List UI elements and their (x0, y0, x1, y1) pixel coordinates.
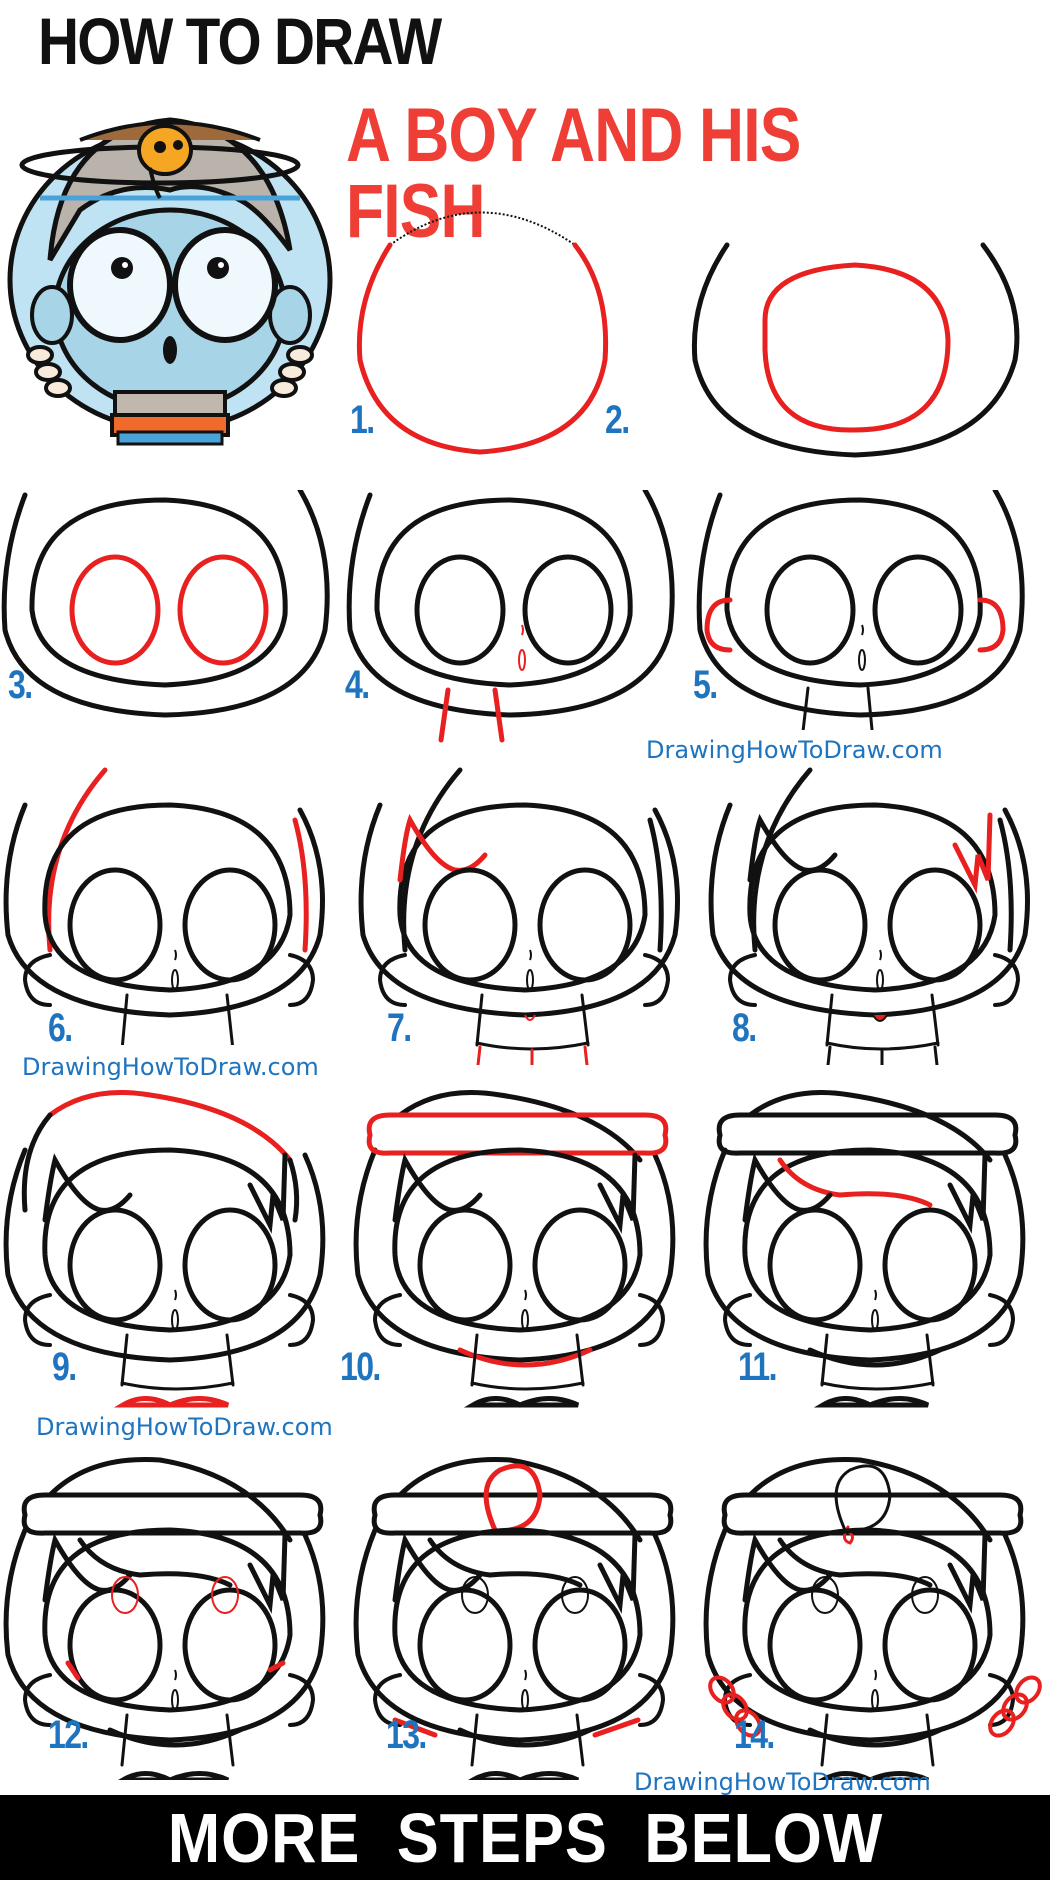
step-label: 2. (605, 398, 630, 442)
step-5-drawing (696, 490, 1025, 730)
step-8-panel: 8. (705, 765, 1050, 1065)
step-10-drawing (353, 1090, 676, 1408)
step-9-drawing (3, 1090, 326, 1408)
step-1-drawing (356, 211, 609, 455)
step-3-drawing (1, 490, 330, 718)
step-11-drawing (703, 1090, 1026, 1408)
step-label: 10. (340, 1345, 381, 1389)
watermark: DrawingHowToDraw.com (36, 1413, 333, 1441)
step-7-drawing (358, 767, 680, 1065)
step-label: 6. (48, 1006, 73, 1050)
step-12-panel: 12. (0, 1445, 345, 1780)
step-10-panel: 10. (340, 1090, 695, 1420)
step-label: 14. (734, 1713, 775, 1757)
step-6-drawing (3, 767, 325, 1045)
step-1-panel: 1. (350, 190, 700, 460)
step-5-panel: 5. (693, 490, 1050, 730)
step-label: 11. (738, 1345, 778, 1389)
more-steps-banner: MORE STEPS BELOW (0, 1795, 1050, 1880)
step-8-drawing (708, 767, 1030, 1065)
step-3-panel: 3. (0, 490, 345, 730)
step-label: 13. (386, 1713, 427, 1757)
step-2-panel: 2. (605, 190, 1050, 460)
step-9-panel: 9. (0, 1090, 345, 1410)
step-13-drawing (353, 1456, 676, 1780)
title-subject: A BOY AND HIS FISH (346, 93, 801, 254)
step-6-panel: 6. (0, 765, 345, 1050)
step-4-drawing (346, 490, 675, 743)
step-11-panel: 11. (700, 1090, 1050, 1420)
step-label: 12. (48, 1713, 89, 1757)
step-7-panel: 7. (355, 765, 700, 1065)
boy-fishbowl-illustration (7, 117, 333, 446)
watermark: DrawingHowToDraw.com (22, 1053, 319, 1081)
step-label: 1. (350, 398, 375, 442)
title-how-to-draw: HOW TO DRAW (38, 4, 442, 78)
step-2-drawing (691, 242, 1020, 458)
step-label: 8. (732, 1006, 757, 1050)
step-label: 9. (52, 1345, 77, 1389)
step-label: 5. (693, 663, 718, 707)
step-12-drawing (3, 1456, 326, 1780)
step-14-panel: 14. (700, 1445, 1050, 1780)
step-13-panel: 13. (350, 1445, 695, 1780)
step-4-panel: 4. (345, 490, 690, 745)
finished-illustration (0, 110, 345, 450)
step-label: 3. (8, 663, 33, 707)
watermark: DrawingHowToDraw.com (646, 736, 943, 764)
step-label: 7. (387, 1006, 412, 1050)
watermark: DrawingHowToDraw.com (634, 1768, 931, 1796)
step-14-drawing (703, 1456, 1042, 1780)
more-steps-text: MORE STEPS BELOW (167, 1798, 883, 1877)
step-label: 4. (345, 663, 370, 707)
